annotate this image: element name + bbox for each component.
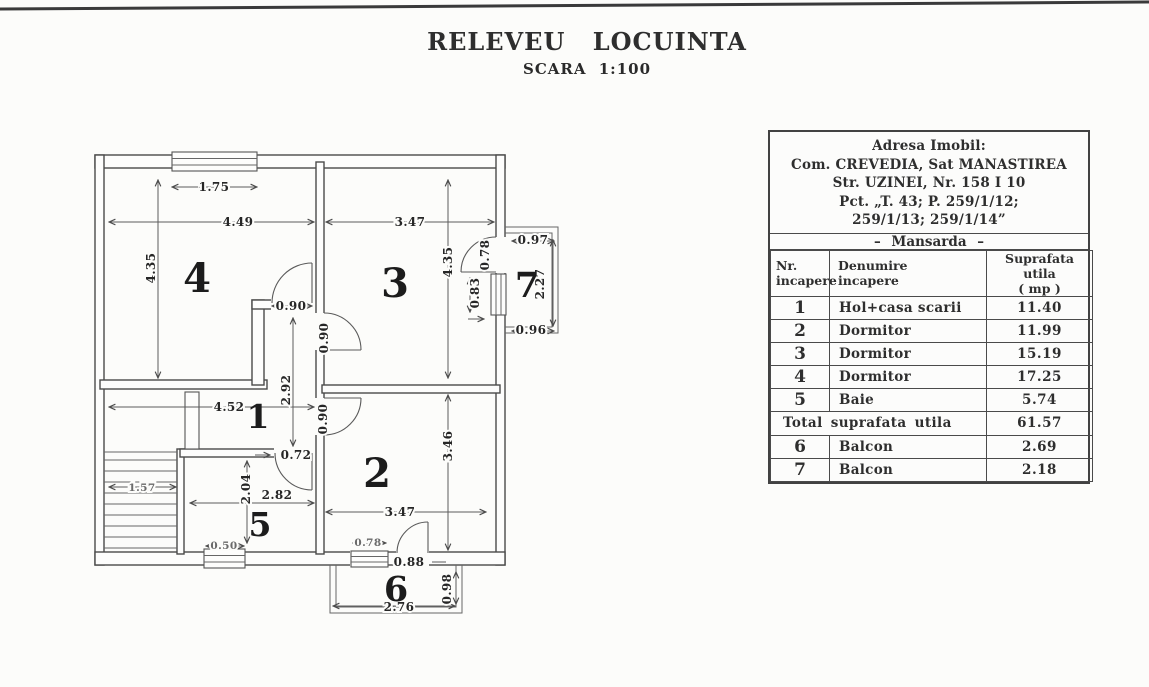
dim-door-room2: 0.90 [316,404,330,435]
room-area: 2.69 [986,434,1093,459]
dim-door-room3: 0.90 [317,323,331,354]
room-area: 11.99 [986,318,1093,343]
info-table: Adresa Imobil: Com. CREVEDIA, Sat MANAST… [768,130,1093,484]
dim-room3-height: 4.35 [441,247,455,278]
address-line: Com. CREVEDIA, Sat MANASTIREA [791,156,1067,173]
total-value: 61.57 [986,410,1093,436]
areas-table: Nr. incapere Denumire incapere Suprafata… [770,249,1093,482]
room-area: 17.25 [986,364,1093,389]
dim-balc7-window: 0.83 [468,278,482,309]
room-name: Balcon [829,457,987,482]
room-nr: 2 [770,318,830,343]
room-area: 5.74 [986,387,1093,412]
dim-room3-width: 3.47 [395,215,426,229]
room-area: 15.19 [986,341,1093,366]
page-subtitle: SCARA 1:100 [522,60,652,78]
dim-balc7-bottom: 0.96 [516,323,547,337]
dim-room5-height: 2.04 [239,474,253,505]
dim-balc6-door: 0.88 [394,555,425,569]
address-line: 259/1/13; 259/1/14” [852,212,1006,228]
dim-balc6-height: 0.98 [440,574,454,605]
page-title: RELEVEU LOCUINTA [427,27,747,56]
table-row: 6 Balcon 2.69 [770,434,1093,459]
dim-door-room4: 0.90 [276,299,307,313]
dimension-lines [109,180,554,606]
room-nr: 3 [770,341,830,366]
room-number-2: 2 [363,450,391,497]
room-numbers: 4 3 1 2 5 6 7 [183,255,539,610]
address-line: Adresa Imobil: [872,138,986,154]
table-row: 2 Dormitor 11.99 [770,318,1093,343]
dim-balc7-height: 2.27 [533,269,547,300]
address-line: Str. UZINEI, Nr. 158 I 10 [832,175,1026,191]
col-header-area: Suprafata utila ( mp ) [986,249,1093,297]
dim-hall-depth: 2.92 [279,375,293,406]
room-area: 11.40 [986,295,1093,320]
window-right-icon [490,273,507,316]
room-nr: 1 [770,295,830,320]
dim-room2-width: 3.47 [385,505,416,519]
total-label: Total suprafata utila [770,410,987,436]
door-room5-icon [274,452,313,491]
windows [171,151,507,569]
room-name: Balcon [829,434,987,459]
doors [271,236,497,554]
dim-balc7-door: 0.78 [478,240,492,271]
dim-room4-width: 4.49 [223,215,254,229]
table-row: 3 Dormitor 15.19 [770,341,1093,366]
door-room3-icon [323,312,362,351]
dim-room2-height: 3.46 [441,431,455,462]
room-name: Dormitor [829,318,987,343]
table-header-row: Nr. incapere Denumire incapere Suprafata… [770,249,1093,297]
dim-balc6-width: 2.76 [384,600,415,614]
window-bath-icon [203,548,246,569]
dim-room4-height: 4.35 [144,253,158,284]
room-area: 2.18 [986,457,1093,482]
room-number-4: 4 [183,255,211,302]
dim-room5-width: 2.82 [262,488,293,502]
room-nr: 4 [770,364,830,389]
room-number-3: 3 [381,260,409,307]
room-number-5: 5 [249,505,272,544]
room-nr: 6 [770,434,830,459]
section-label: – Mansarda – [770,232,1088,250]
window-room2-icon [350,550,389,568]
room-name: Hol+casa scarii [829,295,987,320]
col-header-nr: Nr. incapere [770,249,837,297]
table-row: 1 Hol+casa scarii 11.40 [770,295,1093,320]
dim-stairs-width: 1.57 [128,482,155,494]
title-block: RELEVEU LOCUINTA SCARA 1:100 [387,27,787,78]
col-header-name: Denumire incapere [829,249,987,297]
room-nr: 5 [770,387,830,412]
door-room2-icon [323,397,362,436]
address-line: Pct. „T. 43; P. 259/1/12; [839,193,1019,210]
room-number-7: 7 [515,265,539,306]
room-name: Baie [829,387,987,412]
dim-top-window: 1.75 [199,180,230,194]
dim-room5-window: 0.50 [210,540,237,552]
table-row: 5 Baie 5.74 [770,387,1093,412]
room-number-1: 1 [247,397,270,436]
room-name: Dormitor [829,364,987,389]
table-row: 7 Balcon 2.18 [770,457,1093,482]
stairs [104,451,177,549]
table-row: 4 Dormitor 17.25 [770,364,1093,389]
room-name: Dormitor [829,341,987,366]
dim-door-room5: 0.72 [281,448,312,462]
room-nr: 7 [770,457,830,482]
dim-room2-window: 0.78 [354,537,381,549]
address-block: Adresa Imobil: Com. CREVEDIA, Sat MANAST… [770,132,1088,233]
dim-hall-width: 4.52 [214,400,245,414]
door-room4-icon [271,262,313,304]
room-number-6: 6 [384,569,408,610]
dimension-labels: 1.75 4.49 3.47 4.35 4.35 0.97 0.78 0.83 … [126,178,550,616]
door-balcony7-icon [460,236,497,273]
window-top-icon [171,151,258,172]
door-balcony6-icon [396,521,429,554]
flue-shaft [184,391,200,450]
total-row: Total suprafata utila 61.57 [770,410,1093,436]
dim-balc7-top: 0.97 [518,233,549,247]
